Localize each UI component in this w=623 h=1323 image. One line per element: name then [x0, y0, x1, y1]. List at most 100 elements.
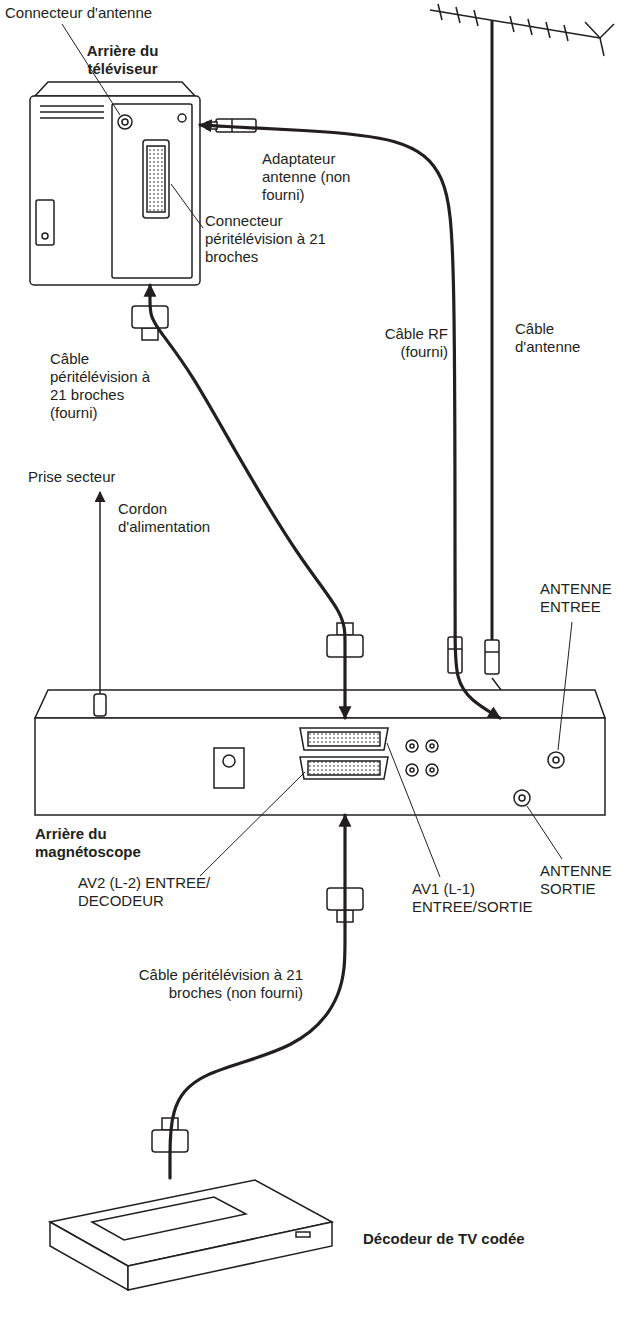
antenna-part	[438, 4, 442, 20]
vcr-back-part	[308, 732, 380, 746]
vcr-back-part	[426, 740, 438, 752]
port-label: ANTENNE ENTREE	[540, 580, 620, 616]
cable-label-box: Câble RF (fourni)	[376, 325, 448, 361]
vcr-back-part	[300, 757, 388, 779]
port-label: AV1 (L-1) ENTREE/SORTIE	[412, 880, 537, 916]
leader-lines	[62, 24, 572, 877]
antenna-part	[456, 7, 460, 23]
tv-back-part	[40, 111, 104, 113]
cable-label-box: Câble péritélévision à 21 broches (non f…	[118, 966, 303, 1002]
leader-lines-part	[387, 743, 440, 877]
leader-lines-part	[171, 184, 203, 228]
vcr-back-part	[410, 744, 414, 748]
label-box: AV2 (L-2) ENTREE/ DECODEUR	[78, 874, 213, 910]
cable	[200, 125, 500, 718]
tv-back-part	[122, 119, 128, 125]
antenna-part	[491, 20, 494, 640]
antenna-part	[585, 22, 614, 56]
device-caption: Décodeur de TV codée	[363, 1230, 573, 1248]
cord-label: Cordon d'alimentation	[118, 500, 228, 536]
vcr-back-part	[223, 755, 235, 767]
label-box: Adaptateur antenne (non fourni)	[262, 150, 362, 204]
decoder-box	[50, 1180, 332, 1290]
tv-back-part	[42, 233, 48, 239]
vcr-back-part	[214, 748, 244, 788]
tv-back-part	[112, 104, 192, 278]
vcr-back-part	[519, 795, 525, 801]
decoder-panel: Décodeur de TV codée	[45, 1178, 335, 1293]
vcr-back-part	[430, 744, 434, 748]
cable-label: Câble RF (fourni)	[376, 325, 448, 361]
antenna-part	[485, 640, 499, 674]
tv-back-part	[35, 82, 195, 96]
vcr-panel: Arrière du magnétoscope	[35, 718, 605, 815]
label-box: ANTENNE SORTIE	[540, 862, 620, 898]
leader-lines-part	[527, 806, 562, 859]
tv-back-part	[36, 200, 54, 245]
vcr-back-part	[406, 740, 418, 752]
label-box: Connecteur d'antenne	[5, 4, 152, 22]
vcr-back	[35, 492, 605, 815]
vcr-back-part	[514, 790, 530, 806]
tv-panel: Arrière du téléviseur	[30, 82, 200, 285]
tv-back-part	[40, 105, 104, 107]
caption-box: Arrière du téléviseur	[75, 42, 170, 78]
antenna-part	[546, 22, 550, 38]
label-box: Câble d'antenne	[515, 320, 595, 356]
antenna-part	[430, 10, 600, 38]
label-box: Connecteur péritélévision à 21 broches	[205, 212, 330, 266]
tv-back-part	[40, 117, 104, 119]
decoder-box-part	[296, 1232, 310, 1237]
cable-label: Câble péritélévision à 21 broches (non f…	[118, 966, 303, 1002]
vcr-back-part	[94, 694, 106, 716]
antenna-part	[485, 651, 499, 653]
tv-back-part	[118, 115, 132, 129]
device-caption: Arrière du téléviseur	[75, 42, 170, 78]
leader-lines-part	[200, 772, 305, 876]
plugs-part-part	[142, 328, 158, 340]
outlet-label: Prise secteur	[28, 468, 116, 486]
adapter-label: Adaptateur antenne (non fourni)	[262, 150, 362, 204]
label-box: ANTENNE ENTREE	[540, 580, 620, 616]
tv-back	[30, 82, 200, 285]
vcr-back-part	[35, 690, 605, 718]
tv-back-part	[178, 114, 186, 122]
antenna-part	[528, 19, 532, 35]
cable-label: Câble d'antenne	[515, 320, 595, 356]
label-box: AV1 (L-1) ENTREE/SORTIE	[412, 880, 537, 916]
label-box: Cordon d'alimentation	[118, 500, 228, 536]
connector-label: Connecteur d'antenne	[5, 4, 152, 22]
port-label: AV2 (L-2) ENTREE/ DECODEUR	[78, 874, 213, 910]
vcr-back-part	[99, 492, 101, 694]
vcr-back-part	[35, 718, 605, 815]
cable	[150, 285, 345, 718]
caption-box: Décodeur de TV codée	[363, 1230, 573, 1248]
cable-label: Câble péritélévision à 21 broches (fourn…	[50, 350, 160, 422]
device-caption: Arrière du magnétoscope	[35, 825, 150, 861]
caption-box: Arrière du magnétoscope	[35, 825, 150, 861]
antenna-part	[564, 25, 568, 41]
vcr-back-part	[308, 761, 380, 775]
tv-back-part	[143, 140, 169, 218]
plugs	[132, 306, 462, 1152]
vcr-back-part	[548, 752, 564, 768]
antenna	[430, 4, 614, 752]
vcr-back-part	[430, 768, 434, 772]
antenna-part	[510, 16, 514, 32]
decoder-box-part	[92, 1197, 246, 1240]
tv-back-part	[147, 146, 165, 212]
vcr-back-part	[406, 764, 418, 776]
antenna-part	[474, 10, 478, 26]
vcr-back-part	[426, 764, 438, 776]
connector-label: Connecteur péritélévision à 21 broches	[205, 212, 330, 266]
vcr-back-part	[410, 768, 414, 772]
port-label: ANTENNE SORTIE	[540, 862, 620, 898]
vcr-back-part	[300, 728, 388, 750]
tv-back-part	[30, 96, 200, 285]
vcr-back-part	[553, 757, 559, 763]
